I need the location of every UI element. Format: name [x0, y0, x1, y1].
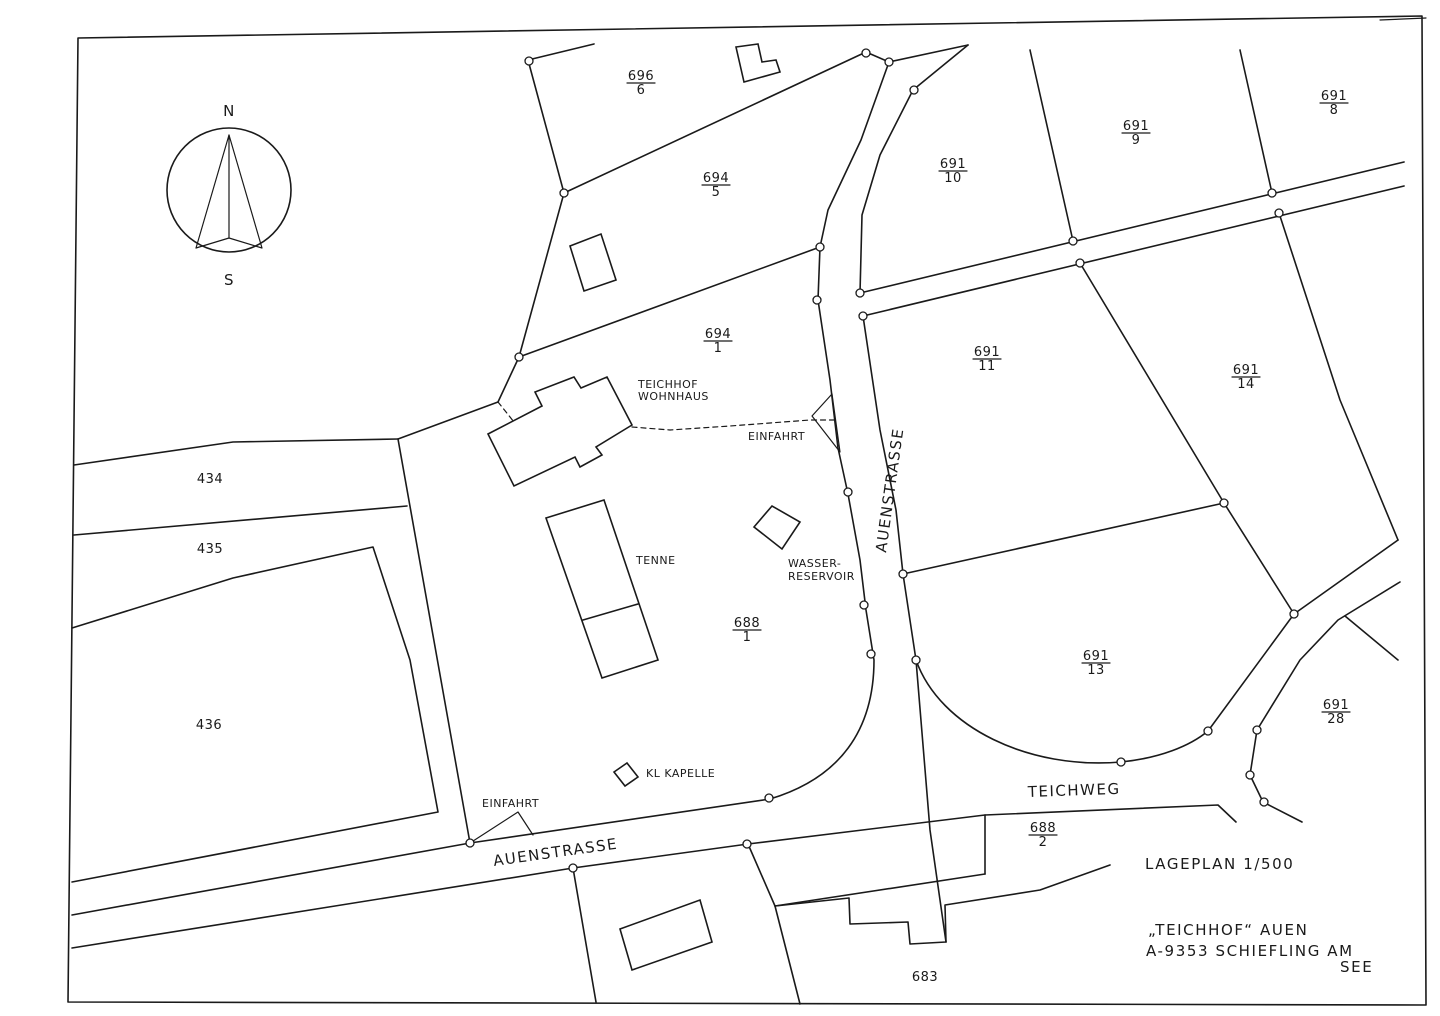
parcel-435: 435	[197, 542, 223, 557]
parcel-691-28: 691 28	[1321, 698, 1351, 727]
svg-text:696: 696	[628, 69, 654, 84]
label-einfahrt-south: EINFAHRT	[482, 797, 539, 810]
building-north	[735, 43, 782, 83]
building-south	[619, 898, 713, 972]
parcel-691-8: 691 8	[1319, 89, 1349, 118]
parcel-691-13: 691 13	[1081, 649, 1111, 678]
label-wasser: WASSER-	[788, 557, 841, 570]
svg-text:691: 691	[1233, 363, 1259, 378]
parcel-691-11: 691 11	[972, 345, 1002, 374]
svg-text:2: 2	[1039, 835, 1048, 850]
parcel-436: 436	[196, 718, 222, 733]
parcel-691-10: 691 10	[938, 157, 968, 186]
parcel-691-14: 691 14	[1231, 363, 1261, 392]
label-kapelle: KL KAPELLE	[646, 767, 715, 780]
parcel-688-2: 688 2	[1028, 821, 1058, 850]
svg-text:8: 8	[1330, 103, 1339, 118]
svg-text:691: 691	[974, 345, 1000, 360]
svg-text:6: 6	[637, 83, 646, 98]
parcel-683: 683	[912, 970, 938, 985]
access-lines	[497, 401, 837, 431]
project-title-line1: „TEICHHOF“ AUEN	[1148, 921, 1308, 939]
svg-text:28: 28	[1327, 712, 1345, 727]
compass-south-label: S	[224, 271, 234, 289]
parcel-694-5: 694 5	[701, 171, 731, 200]
svg-text:11: 11	[978, 359, 996, 374]
building-694-5	[569, 232, 618, 293]
svg-text:1: 1	[743, 630, 752, 645]
svg-text:688: 688	[734, 616, 760, 631]
svg-text:1: 1	[714, 341, 723, 356]
svg-text:688: 688	[1030, 821, 1056, 836]
roads	[71, 44, 1237, 949]
building-wasserreservoir	[752, 504, 802, 551]
parcel-434: 434	[197, 472, 223, 487]
label-auenstrasse-vertical: AUENSTRASSE	[872, 427, 907, 554]
svg-text:694: 694	[703, 171, 729, 186]
title-block: LAGEPLAN 1/500 „TEICHHOF“ AUEN A-9353 SC…	[1145, 855, 1373, 976]
project-title-line3: SEE	[1340, 958, 1373, 976]
building-kapelle	[612, 761, 640, 788]
parcel-696-6: 696 6	[626, 69, 656, 98]
svg-text:13: 13	[1087, 663, 1105, 678]
compass-north-label: N	[223, 102, 235, 120]
svg-text:9: 9	[1132, 133, 1141, 148]
building-tenne	[544, 499, 660, 680]
north-arrow-icon: N S	[166, 102, 292, 289]
map-frame	[67, 15, 1427, 1006]
svg-text:14: 14	[1237, 377, 1255, 392]
svg-text:691: 691	[1323, 698, 1349, 713]
buildings	[486, 43, 802, 972]
label-wohnhaus: WOHNHAUS	[638, 390, 709, 403]
svg-text:691: 691	[1083, 649, 1109, 664]
driveway-markers	[469, 393, 841, 844]
label-teichhof: TEICHHOF	[637, 378, 698, 391]
label-teichweg: TEICHWEG	[1027, 780, 1121, 801]
parcel-boundaries	[71, 43, 1405, 1005]
svg-text:691: 691	[1123, 119, 1149, 134]
building-wohnhaus	[486, 375, 634, 488]
svg-text:5: 5	[712, 185, 721, 200]
label-reservoir: RESERVOIR	[788, 570, 855, 583]
parcel-688-1: 688 1	[732, 616, 762, 645]
svg-text:691: 691	[1321, 89, 1347, 104]
parcel-694-1: 694 1	[703, 327, 733, 356]
parcel-labels: 696 6 694 5 694 1 691 10 691 9 691 8	[196, 69, 1351, 985]
project-title-line2: A-9353 SCHIEFLING AM	[1146, 942, 1354, 960]
parcel-691-9: 691 9	[1121, 119, 1151, 148]
plan-scale-label: LAGEPLAN 1/500	[1145, 855, 1294, 873]
svg-text:694: 694	[705, 327, 731, 342]
label-tenne: TENNE	[635, 554, 676, 567]
survey-points	[465, 48, 1299, 873]
svg-text:691: 691	[940, 157, 966, 172]
label-einfahrt-east: EINFAHRT	[748, 430, 805, 443]
svg-text:10: 10	[944, 171, 962, 186]
